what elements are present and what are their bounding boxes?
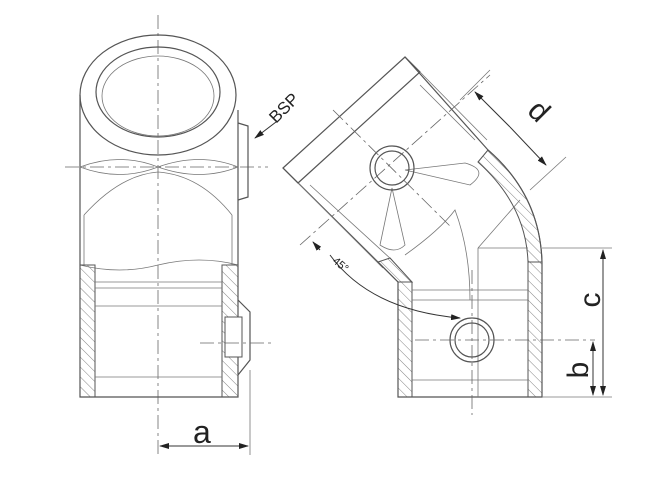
bsp-boss <box>237 122 249 201</box>
bsp-label: BSP <box>265 89 302 126</box>
angle-arc <box>329 254 461 321</box>
right-wall-section <box>527 261 543 398</box>
elbow-view: c b d 45° <box>282 56 612 415</box>
angle-label: 45° <box>330 255 350 275</box>
upper-hole-inner <box>374 150 410 186</box>
dimension-d-arrow-down <box>509 126 547 166</box>
dimension-d-arrow-up <box>474 91 511 128</box>
dimension-a-label: a <box>193 414 211 450</box>
top-inner-ring <box>95 46 221 138</box>
side-hole-boss <box>237 299 251 376</box>
side-view: a BSP <box>65 15 303 455</box>
dimension-d-label: d <box>521 94 556 129</box>
body-outline <box>79 95 239 398</box>
upper-rim <box>282 56 421 184</box>
dimension-c-label: c <box>574 293 607 308</box>
dimension-b-label: b <box>562 362 595 379</box>
left-wall-section <box>79 264 96 398</box>
bsp-arrow <box>254 121 277 139</box>
upper-hole-outer <box>369 145 415 191</box>
left-wall-section <box>397 281 413 398</box>
